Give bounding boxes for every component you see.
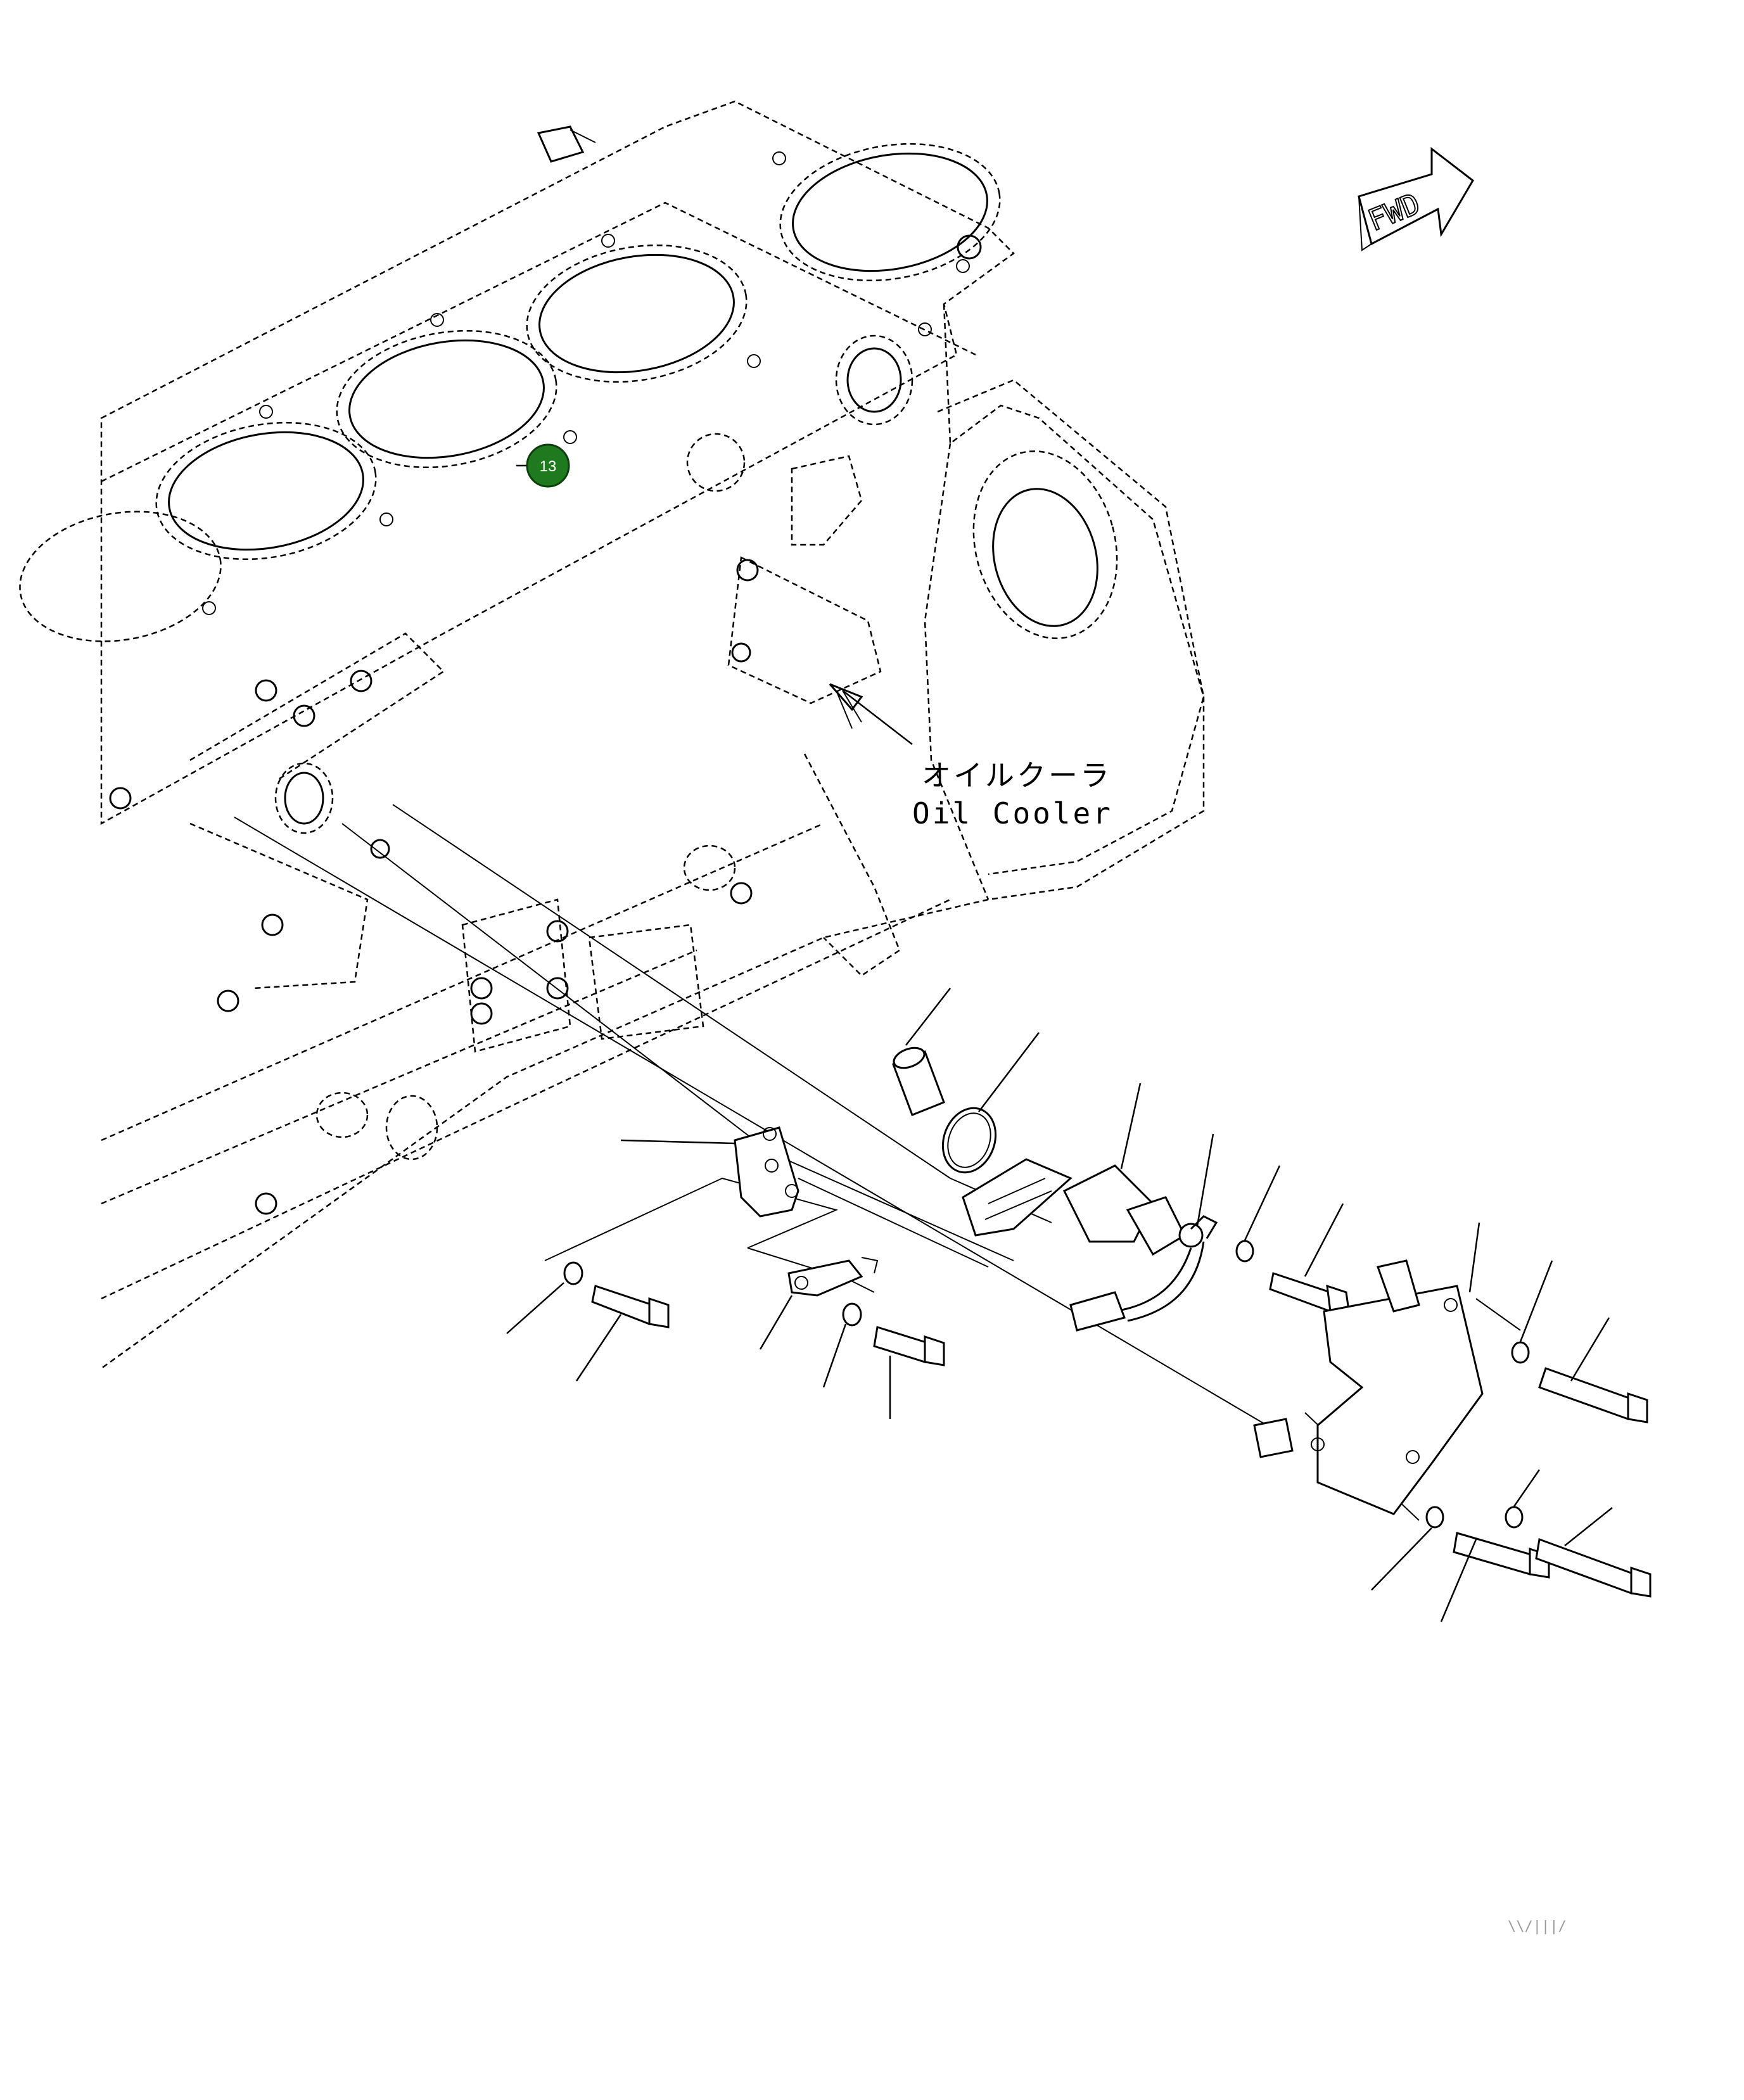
washer-bolt-center xyxy=(842,1302,945,1366)
oil-cooler-arrow xyxy=(829,683,863,729)
callout-13-number: 13 xyxy=(540,458,557,475)
bracket-plate-right xyxy=(1253,1259,1484,1515)
washer-bolt-right-3 xyxy=(1425,1506,1550,1579)
mounting-bracket-center xyxy=(734,1126,799,1218)
leader-lines xyxy=(506,690,1613,1622)
clip-part xyxy=(787,1257,879,1297)
engine-block xyxy=(19,100,1205,1370)
o-ring-part xyxy=(941,1107,997,1174)
washer-bolt-right-1 xyxy=(1235,1240,1351,1316)
washer-bolt-right-4 xyxy=(1505,1506,1652,1598)
oil-cooler-label-en: Oil Cooler xyxy=(912,796,1113,830)
washer-bolt-left xyxy=(563,1261,670,1328)
spacer-part xyxy=(892,1047,945,1116)
washer-bolt-right-2 xyxy=(1511,1341,1648,1423)
corner-mark: \\/|||/ xyxy=(1508,1919,1567,1935)
alignment-lines xyxy=(234,804,1521,1521)
sensor-assembly xyxy=(962,1158,1218,1332)
callout-13-badge[interactable] xyxy=(526,443,570,488)
callout-13[interactable]: 13 xyxy=(516,443,570,488)
fwd-arrow: FWD xyxy=(1358,146,1474,251)
oil-cooler-label-jp: オイルクーラ xyxy=(922,758,1112,792)
